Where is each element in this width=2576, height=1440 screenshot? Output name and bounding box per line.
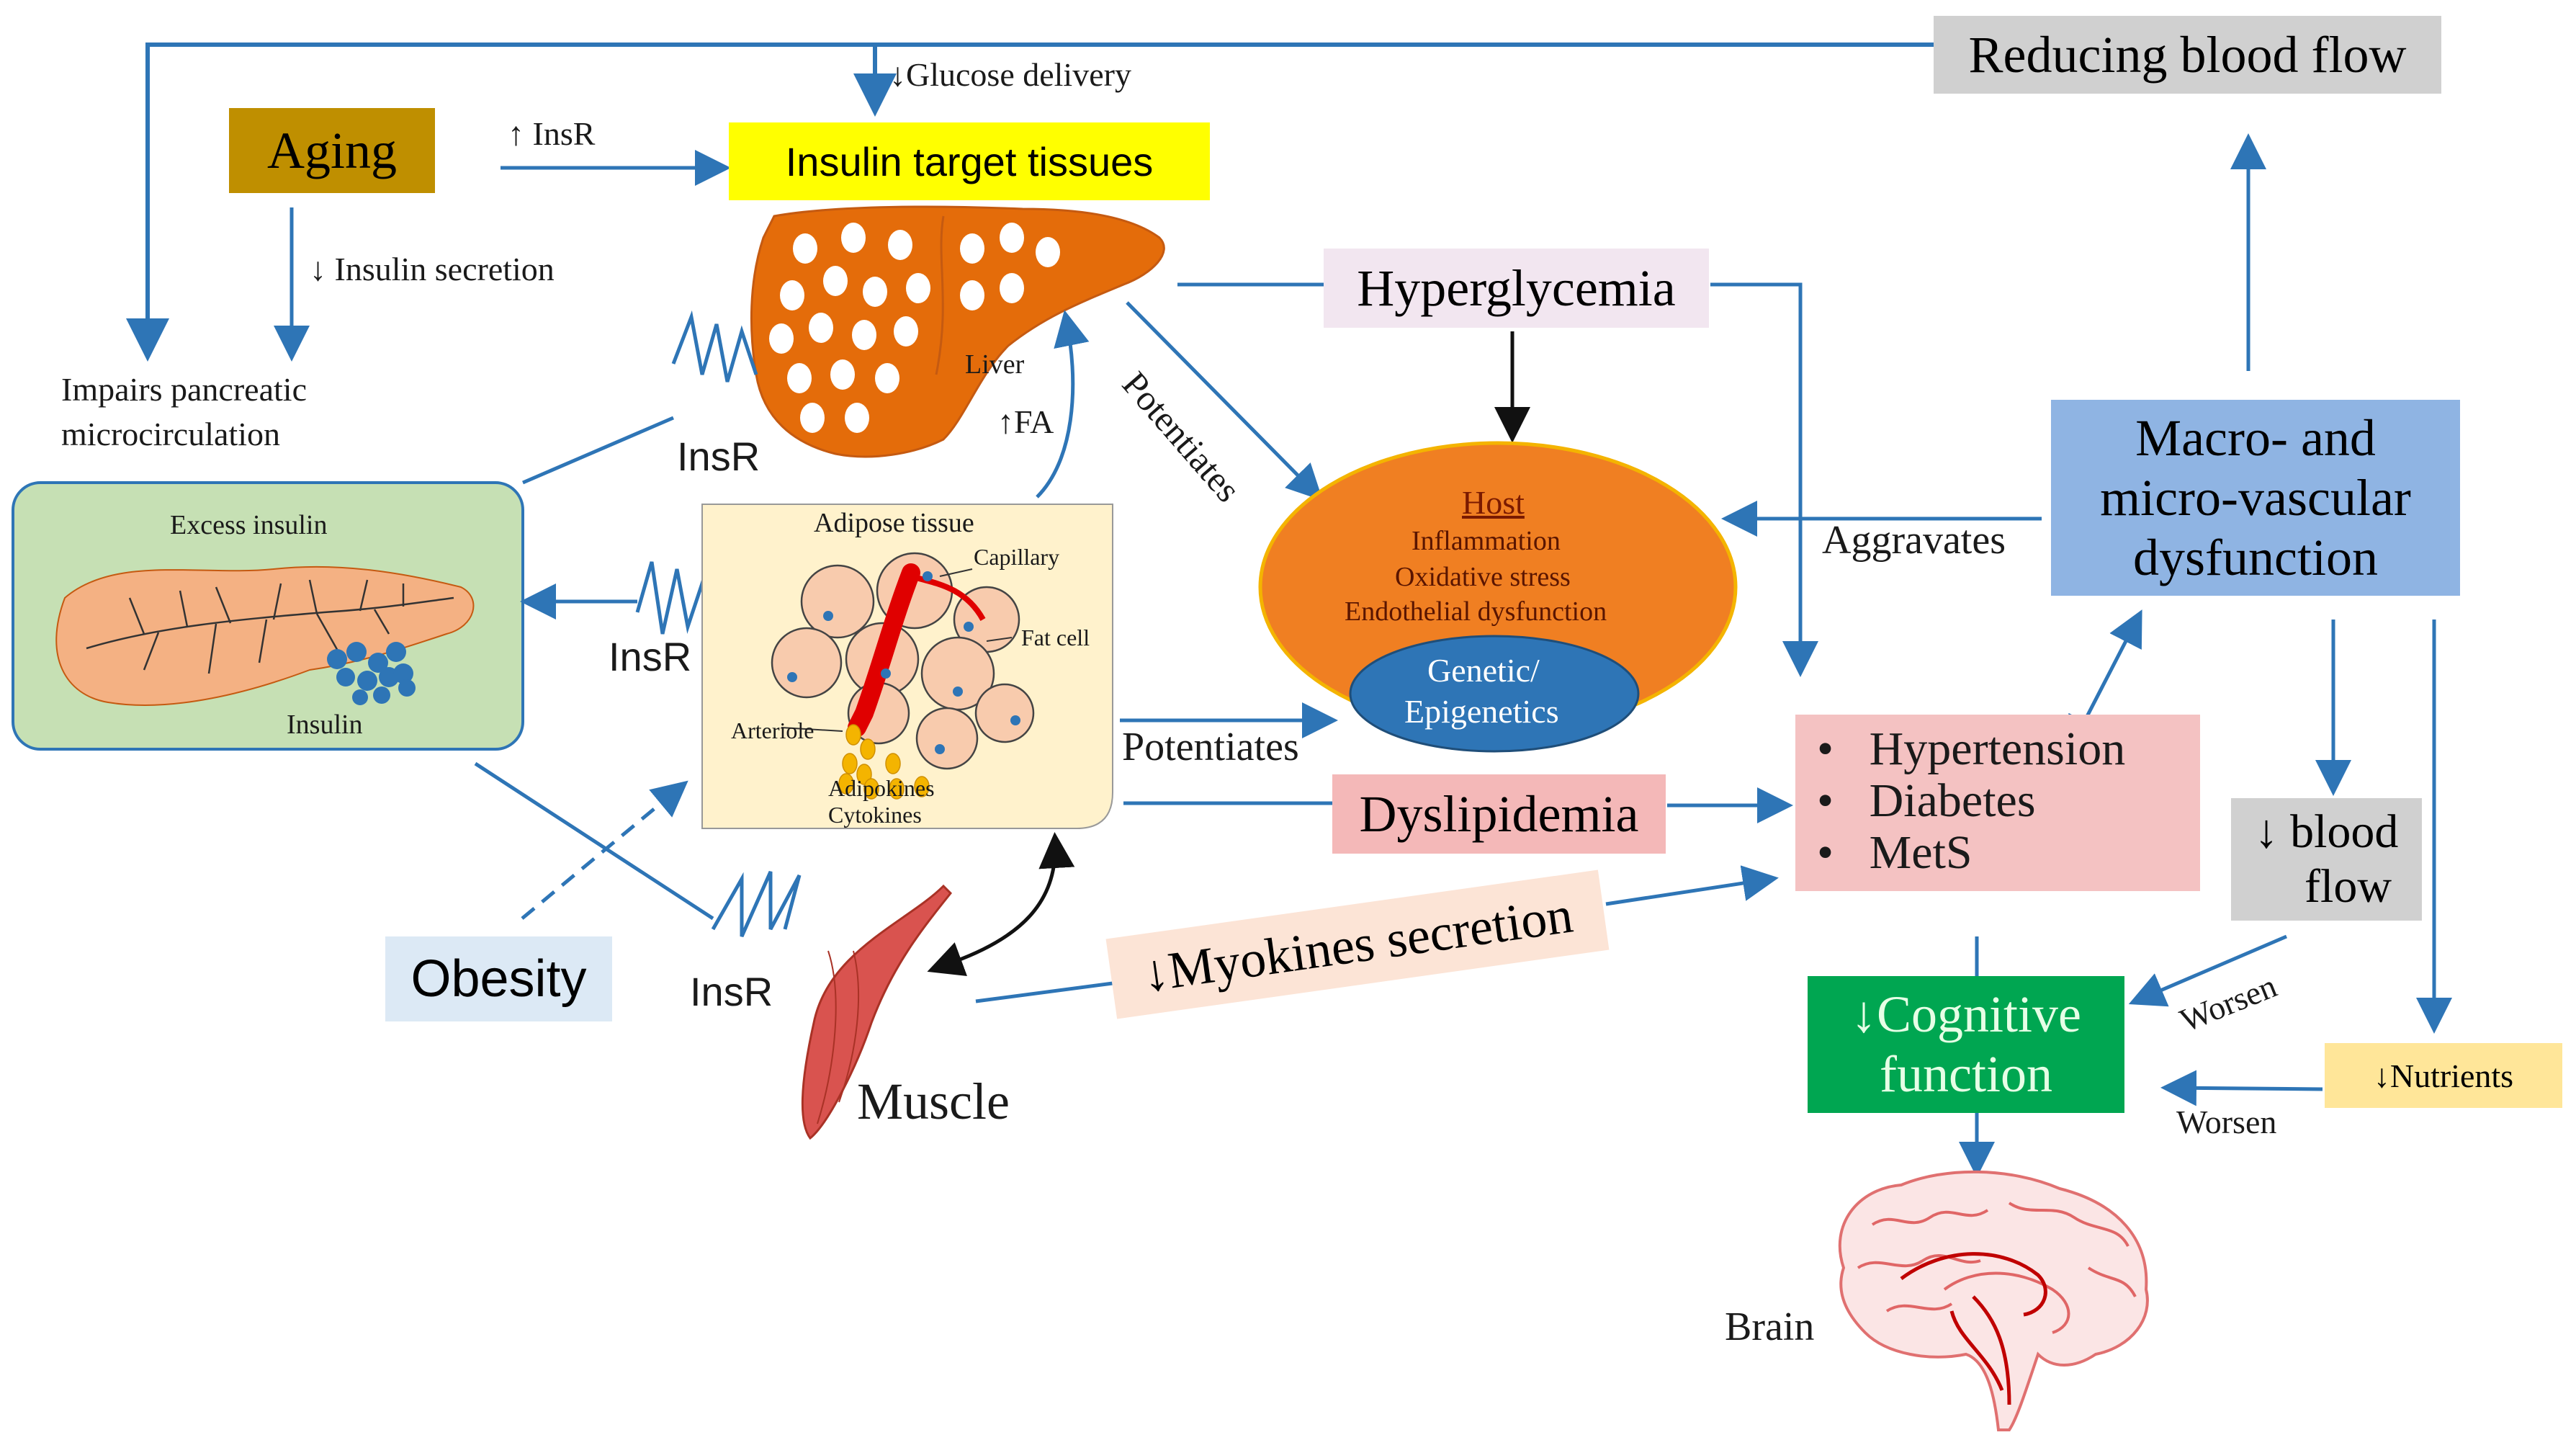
condition-hypertension: • Hypertension — [1817, 723, 2126, 775]
worsen-bottom-label: Worsen — [2176, 1104, 2277, 1140]
insr-muscle-zigzag — [711, 870, 802, 938]
microcirculation-label: microcirculation — [61, 416, 280, 452]
aggravates-label: Aggravates — [1822, 518, 2006, 563]
macro-line1: Macro- and — [2135, 408, 2376, 467]
genetic-label: Genetic/ — [1427, 652, 1540, 689]
reducing-blood-flow-box: Reducing blood flow — [1934, 16, 2441, 94]
macro-vascular-box: Macro- and micro-vascular dysfunction — [2051, 400, 2460, 596]
impairs-pancreatic-label: Impairs pancreatic — [61, 371, 307, 408]
condition-diabetes: • Diabetes — [1817, 774, 2036, 827]
cognitive-function-box: ↓Cognitive function — [1808, 976, 2124, 1113]
cognitive-line1: ↓Cognitive — [1851, 985, 2081, 1043]
feedback-loop-arrow — [126, 43, 1934, 362]
hyperglycemia-box: Hyperglycemia — [1324, 249, 1709, 328]
brain-illustration — [1838, 1170, 2149, 1431]
muscle-label: Muscle — [857, 1073, 1010, 1130]
arteriole-label: Arteriole — [731, 717, 814, 743]
brain-label: Brain — [1725, 1305, 1815, 1349]
adipokines-label: Adipokines — [828, 775, 935, 801]
inflammation-label: Inflammation — [1412, 526, 1561, 556]
endothelial-dysfunction-label: Endothelial dysfunction — [1345, 596, 1607, 627]
hyperglycemia-label: Hyperglycemia — [1357, 259, 1676, 317]
host-oval — [1258, 441, 1738, 753]
liver-label: Liver — [965, 349, 1025, 380]
conditions-box: • Hypertension • Diabetes • MetS — [1795, 715, 2200, 891]
fa-label: ↑FA — [997, 403, 1054, 440]
insulin-label: Insulin — [287, 710, 363, 740]
condition-mets: • MetS — [1817, 826, 1973, 879]
insr-up-label: ↑ InsR — [508, 115, 596, 152]
pancreas-panel — [12, 481, 524, 751]
adipose-panel — [701, 504, 1113, 829]
host-label: Host — [1462, 484, 1525, 521]
reducing-blood-flow-label: Reducing blood flow — [1968, 25, 2407, 84]
cytokines-label: Cytokines — [828, 802, 922, 828]
insulin-target-tissues-box: Insulin target tissues — [729, 122, 1210, 200]
insr-liver-zigzag — [671, 310, 758, 383]
insulin-granules — [327, 642, 416, 705]
epigenetics-label: Epigenetics — [1404, 693, 1559, 730]
obesity-box: Obesity — [385, 936, 612, 1021]
nutrients-box: ↓Nutrients — [2325, 1043, 2562, 1108]
cognitive-line2: function — [1880, 1045, 2052, 1103]
aging-box: Aging — [229, 108, 435, 193]
obesity-label: Obesity — [410, 950, 587, 1008]
blood-flow-box: ↓ blood flow — [2231, 798, 2422, 921]
dyslipidemia-box: Dyslipidemia — [1332, 774, 1666, 854]
insulin-target-tissues-label: Insulin target tissues — [785, 138, 1154, 184]
muscle-illustration — [801, 884, 953, 1140]
liver-illustration — [750, 205, 1165, 458]
capillary-label: Capillary — [974, 544, 1060, 570]
insr-muscle-label: InsR — [690, 969, 773, 1014]
potentiates-label: Potentiates — [1122, 725, 1299, 769]
oxidative-stress-label: Oxidative stress — [1395, 562, 1571, 592]
dyslipidemia-label: Dyslipidemia — [1359, 784, 1639, 843]
aging-label: Aging — [267, 121, 397, 179]
macro-line3: dysfunction — [2133, 528, 2378, 586]
insr-adipose-label: InsR — [609, 634, 692, 679]
glucose-delivery-label: ↓Glucose delivery — [889, 56, 1131, 93]
macro-line2: micro-vascular — [2100, 468, 2411, 527]
aging-arrows — [274, 150, 731, 362]
excess-insulin-label: Excess insulin — [170, 510, 328, 540]
insr-liver-label: InsR — [677, 434, 760, 479]
adipose-tissue-label: Adipose tissue — [814, 508, 974, 538]
pancreas-shape — [55, 565, 475, 706]
blood-flow-line1: ↓ blood — [2254, 805, 2399, 858]
nutrients-label: ↓Nutrients — [2373, 1057, 2514, 1094]
blood-flow-line2: flow — [2305, 860, 2392, 913]
insulin-secretion-label: ↓ Insulin secretion — [310, 251, 555, 287]
fat-cell-label: Fat cell — [1021, 625, 1090, 650]
